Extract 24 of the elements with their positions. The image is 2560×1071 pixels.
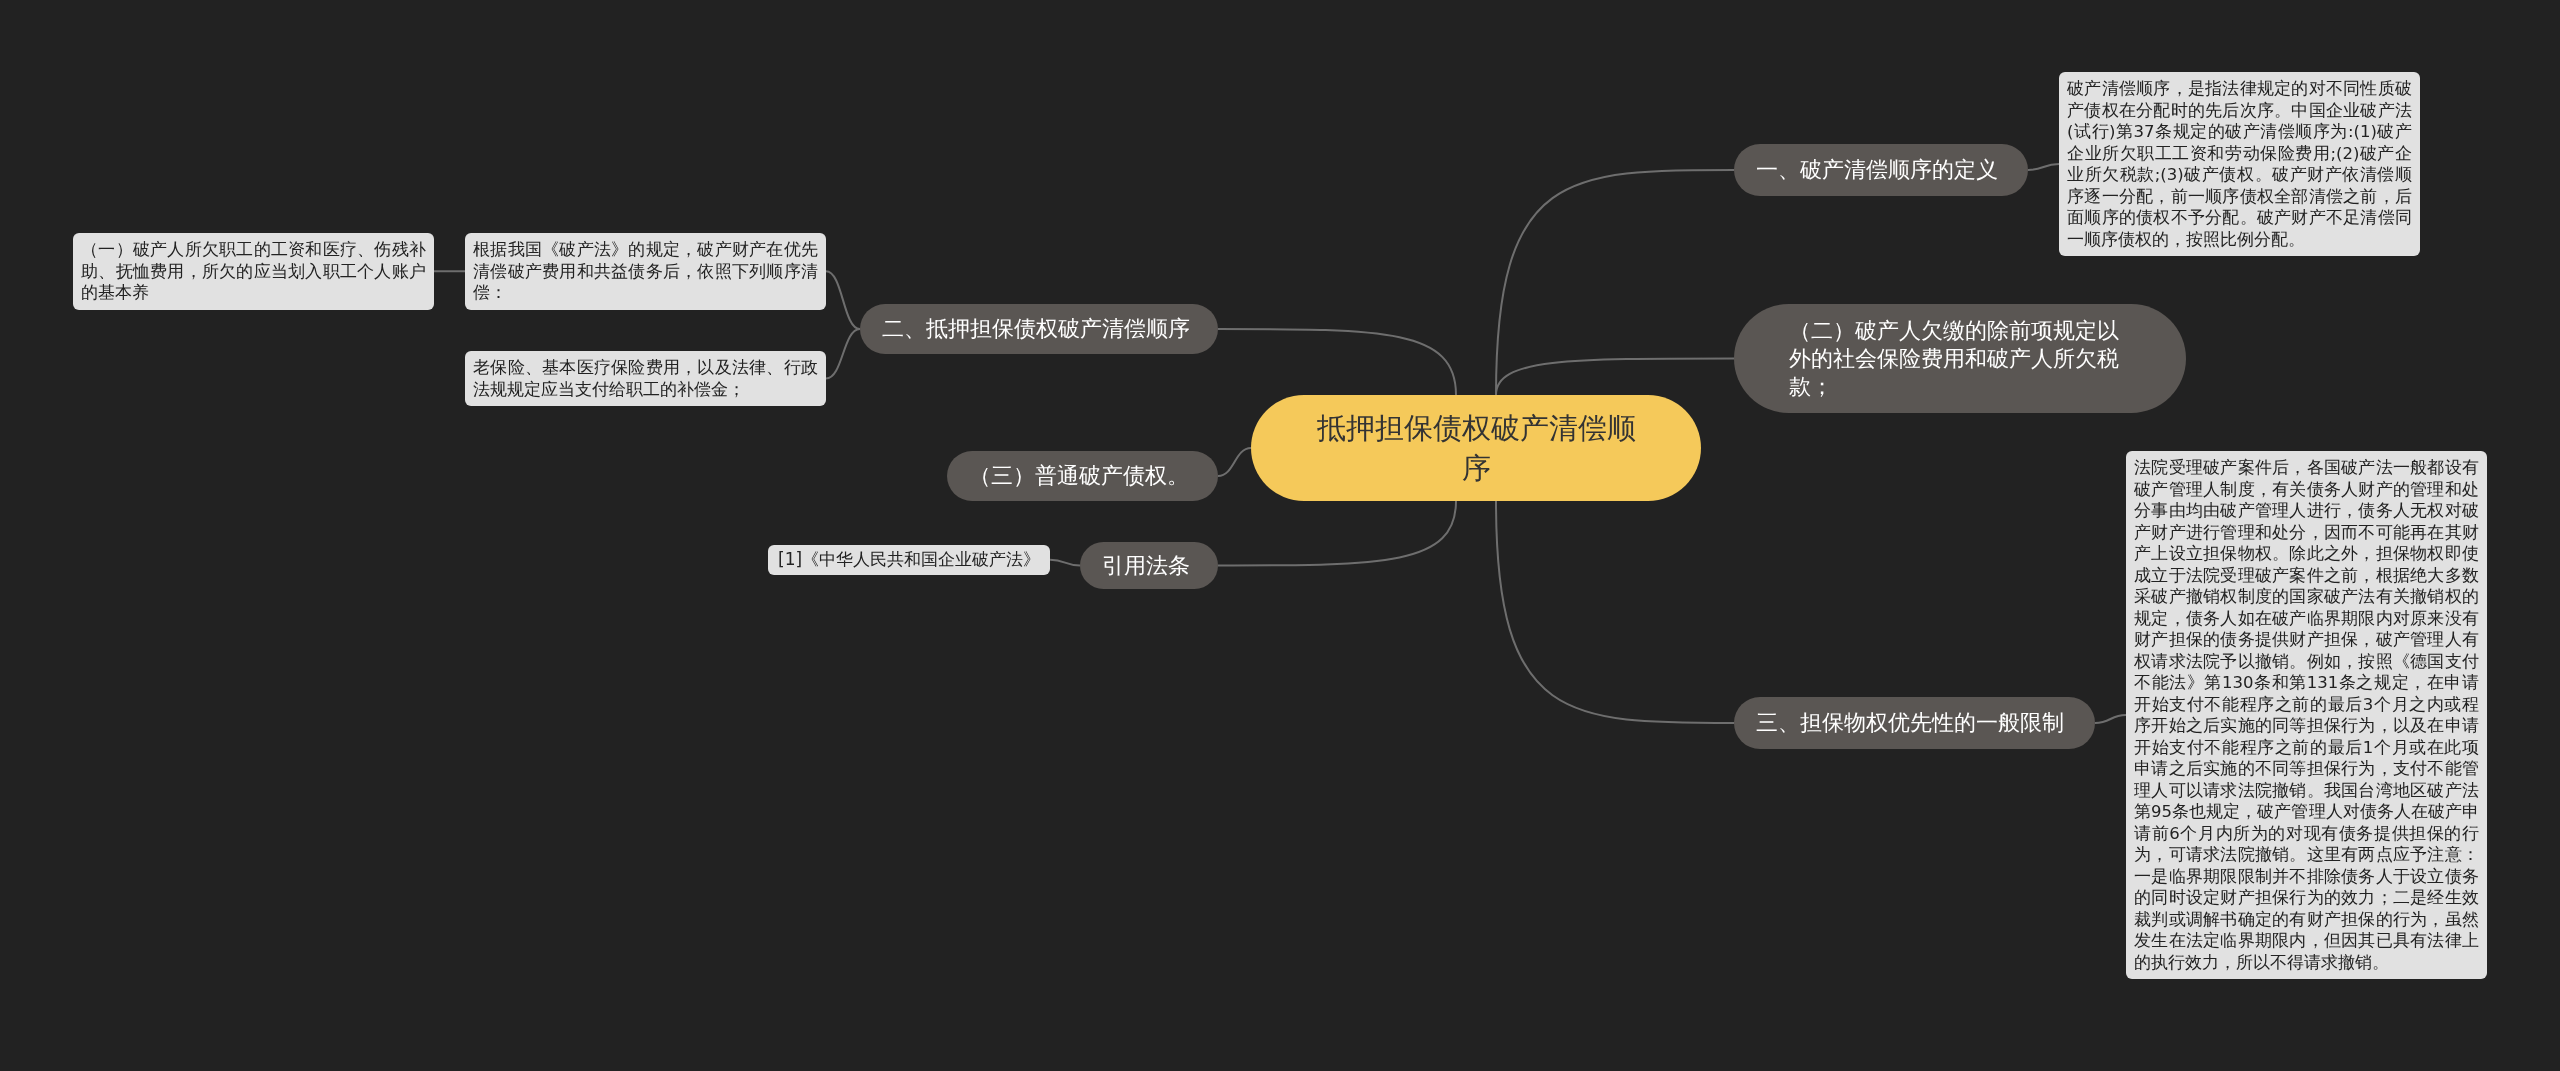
topic-pill: 二、抵押担保债权破产清偿顺序 bbox=[860, 304, 1218, 354]
topic-pill: （二）破产人欠缴的除前项规定以外的社会保险费用和破产人所欠税款； bbox=[1734, 304, 2186, 413]
connector-line bbox=[1049, 558, 1081, 567]
connector-line bbox=[1495, 357, 1735, 396]
note-box: 法院受理破产案件后，各国破产法一般都设有破产管理人制度，有关债务人财产的管理和处分事由均由破产管理人进行，债务人无权对破产财产进行管理和处分，因而不可能再在其财产上设立担保物权。除此之外，担保物权即使成立于法院受理破产案件之前，根据绝大多数采破产撤销权制度的国家破产法有关撤销权的规定，债务人如在破产临界期限内对原来没有财产担保的债务提供财产担保，破产管理人有权请求法院予以撤销。例如，按照《德国支付不能法》第130条和第131条之规定，在申请开始支付不能程序之前的最后3个月之内或程序开始之后实施的同等担保行为，以及在申请开始支付不能程序之前的最后1个月或在此项申请之后实施的不同等担保行为，支付不能管理人可以请求法院撤销。我国台湾地区破产法第95条也规定，破产管理人对债务人在破产申请前6个月内所为的对现有债务提供担保的行为，可请求法院撤销。这里有两点应予注意：一是临界期限限制并不排除债务人于设立债务的同时设定财产担保行为的效力；二是经生效裁判或调解书确定的有财产担保的行为，虽然发生在法定临界期限内，但因其已具有法律上的执行效力，所以不得请求撤销。 bbox=[2126, 451, 2487, 979]
note-box: [1]《中华人民共和国企业破产法》 bbox=[768, 545, 1051, 575]
connector-line bbox=[825, 270, 861, 330]
connector-line bbox=[1217, 500, 1457, 567]
connector-line bbox=[1495, 500, 1735, 724]
connector-line bbox=[1217, 328, 1457, 396]
connector-line bbox=[825, 328, 861, 380]
central-topic: 抵押担保债权破产清偿顺序 bbox=[1251, 395, 1701, 501]
note-box: 破产清偿顺序，是指法律规定的对不同性质破产债权在分配时的先后次序。中国企业破产法(试行)第37条规定的破产清偿顺序为:(1)破产企业所欠职工工资和劳动保险费用;(2)破产企业所欠税款;(3)破产债权。破产财产依清偿顺序逐一分配，前一顺序债权全部清偿之前，后面顺序的债权不予分配。破产财产不足清偿同一顺序债权的，按照比例分配。 bbox=[2059, 72, 2420, 256]
topic-pill: 引用法条 bbox=[1080, 542, 1218, 589]
connector-line bbox=[2094, 714, 2127, 724]
topic-pill: 一、破产清偿顺序的定义 bbox=[1734, 144, 2028, 196]
connector-line bbox=[433, 270, 466, 273]
connector-line bbox=[2027, 163, 2060, 171]
note-box: （一）破产人所欠职工的工资和医疗、伤残补助、抚恤费用，所欠的应当划入职工个人账户的基本养 bbox=[73, 233, 434, 310]
note-box: 老保险、基本医疗保险费用，以及法律、行政法规规定应当支付给职工的补偿金； bbox=[465, 351, 826, 406]
note-box: 根据我国《破产法》的规定，破产财产在优先清偿破产费用和共益债务后，依照下列顺序清偿： bbox=[465, 233, 826, 310]
topic-pill: 三、担保物权优先性的一般限制 bbox=[1734, 697, 2095, 749]
topic-pill: （三）普通破产债权。 bbox=[947, 451, 1218, 501]
connector-line bbox=[1217, 447, 1252, 477]
